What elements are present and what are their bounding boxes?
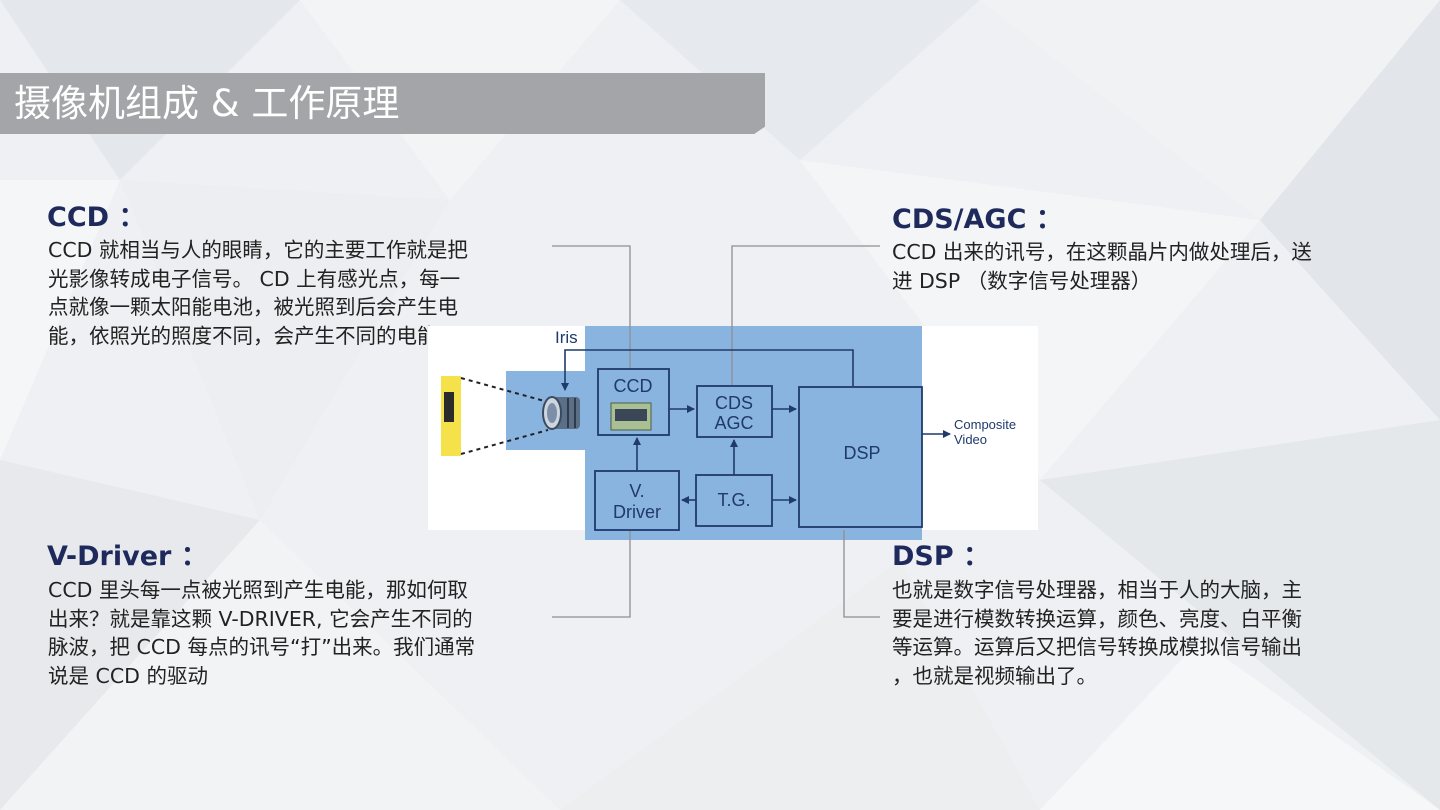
dsp-line: ，也就是视频输出了。 [892,663,1097,688]
vdriver-line: CCD 里头每一点被光照到产生电能，那如何取 [48,578,468,602]
dsp-block [798,386,923,528]
ccd-line: 能，依照光的照度不同，会产生不同的电能 [48,323,438,348]
dsp-description: 也就是数字信号处理器，相当于人的大脑，主 要是进行模数转换运算，颜色、亮度、白平… [892,576,1302,690]
vdriver-description: CCD 里头每一点被光照到产生电能，那如何取 出来？就是靠这颗 V-DRIVER… [48,576,475,690]
v-block-label: V. [629,481,644,501]
ccd-description: CCD 就相当与人的眼睛，它的主要工作就是把 光影像转成电子信号。 CD 上有感… [48,236,468,350]
driver-block-label: Driver [613,502,661,522]
callout-lines [552,245,880,618]
dsp-block-label: DSP [843,443,880,463]
ccd-block-label: CCD [614,376,653,396]
tg-block-label: T.G. [717,490,750,510]
ccd-line: 光影像转成电子信号。 CD 上有感光点，每一 [48,266,461,291]
cds-block-label: CDS [715,393,753,413]
ccd-chip-icon [610,402,652,431]
dsp-line: 也就是数字信号处理器，相当于人的大脑，主 [892,578,1302,602]
page-title: 摄像机组成 & 工作原理 [14,82,400,125]
vdriver-line: 说是 CCD 的驱动 [48,663,208,688]
light-rays [460,377,549,455]
dsp-line: 要是进行模数转换运算，颜色、亮度、白平衡 [892,606,1302,631]
vdriver-heading: V-Driver ： [47,541,208,572]
target-chart-mark [444,392,454,422]
cds-agc-description: CCD 出来的讯号，在这颗晶片内做处理后，送 进 DSP （数字信号处理器） [892,238,1312,295]
dsp-line: 等运算。运算后又把信号转换成模拟信号输出 [892,635,1302,659]
ccd-line: 点就像一颗太阳能电池，被光照到后会产生电 [48,295,458,319]
output-label-composite: Composite [954,417,1016,432]
cds-agc-block [696,385,773,438]
cds-agc-heading: CDS/AGC ： [892,204,1063,235]
cds-agc-line: CCD 出来的讯号，在这颗晶片内做处理后，送 [892,240,1312,264]
dsp-heading: DSP ： [892,541,991,572]
vdriver-line: 脉波，把 CCD 每点的讯号“打”出来。我们通常 [48,635,476,659]
lens-icon [542,396,580,430]
output-label-video: Video [954,432,987,447]
title-bar: 摄像机组成 & 工作原理 [0,73,765,134]
diagram-highlight [585,326,922,540]
iris-control-line [561,349,854,391]
agc-block-label: AGC [714,413,753,433]
ccd-heading: CCD ： [47,202,146,233]
ccd-block [597,368,670,436]
iris-label: Iris [555,328,578,347]
vdriver-line: 出来？就是靠这颗 V-DRIVER, 它会产生不同的 [48,606,473,631]
cds-agc-line: 进 DSP （数字信号处理器） [892,268,1152,293]
ccd-line: CCD 就相当与人的眼睛，它的主要工作就是把 [48,238,468,262]
